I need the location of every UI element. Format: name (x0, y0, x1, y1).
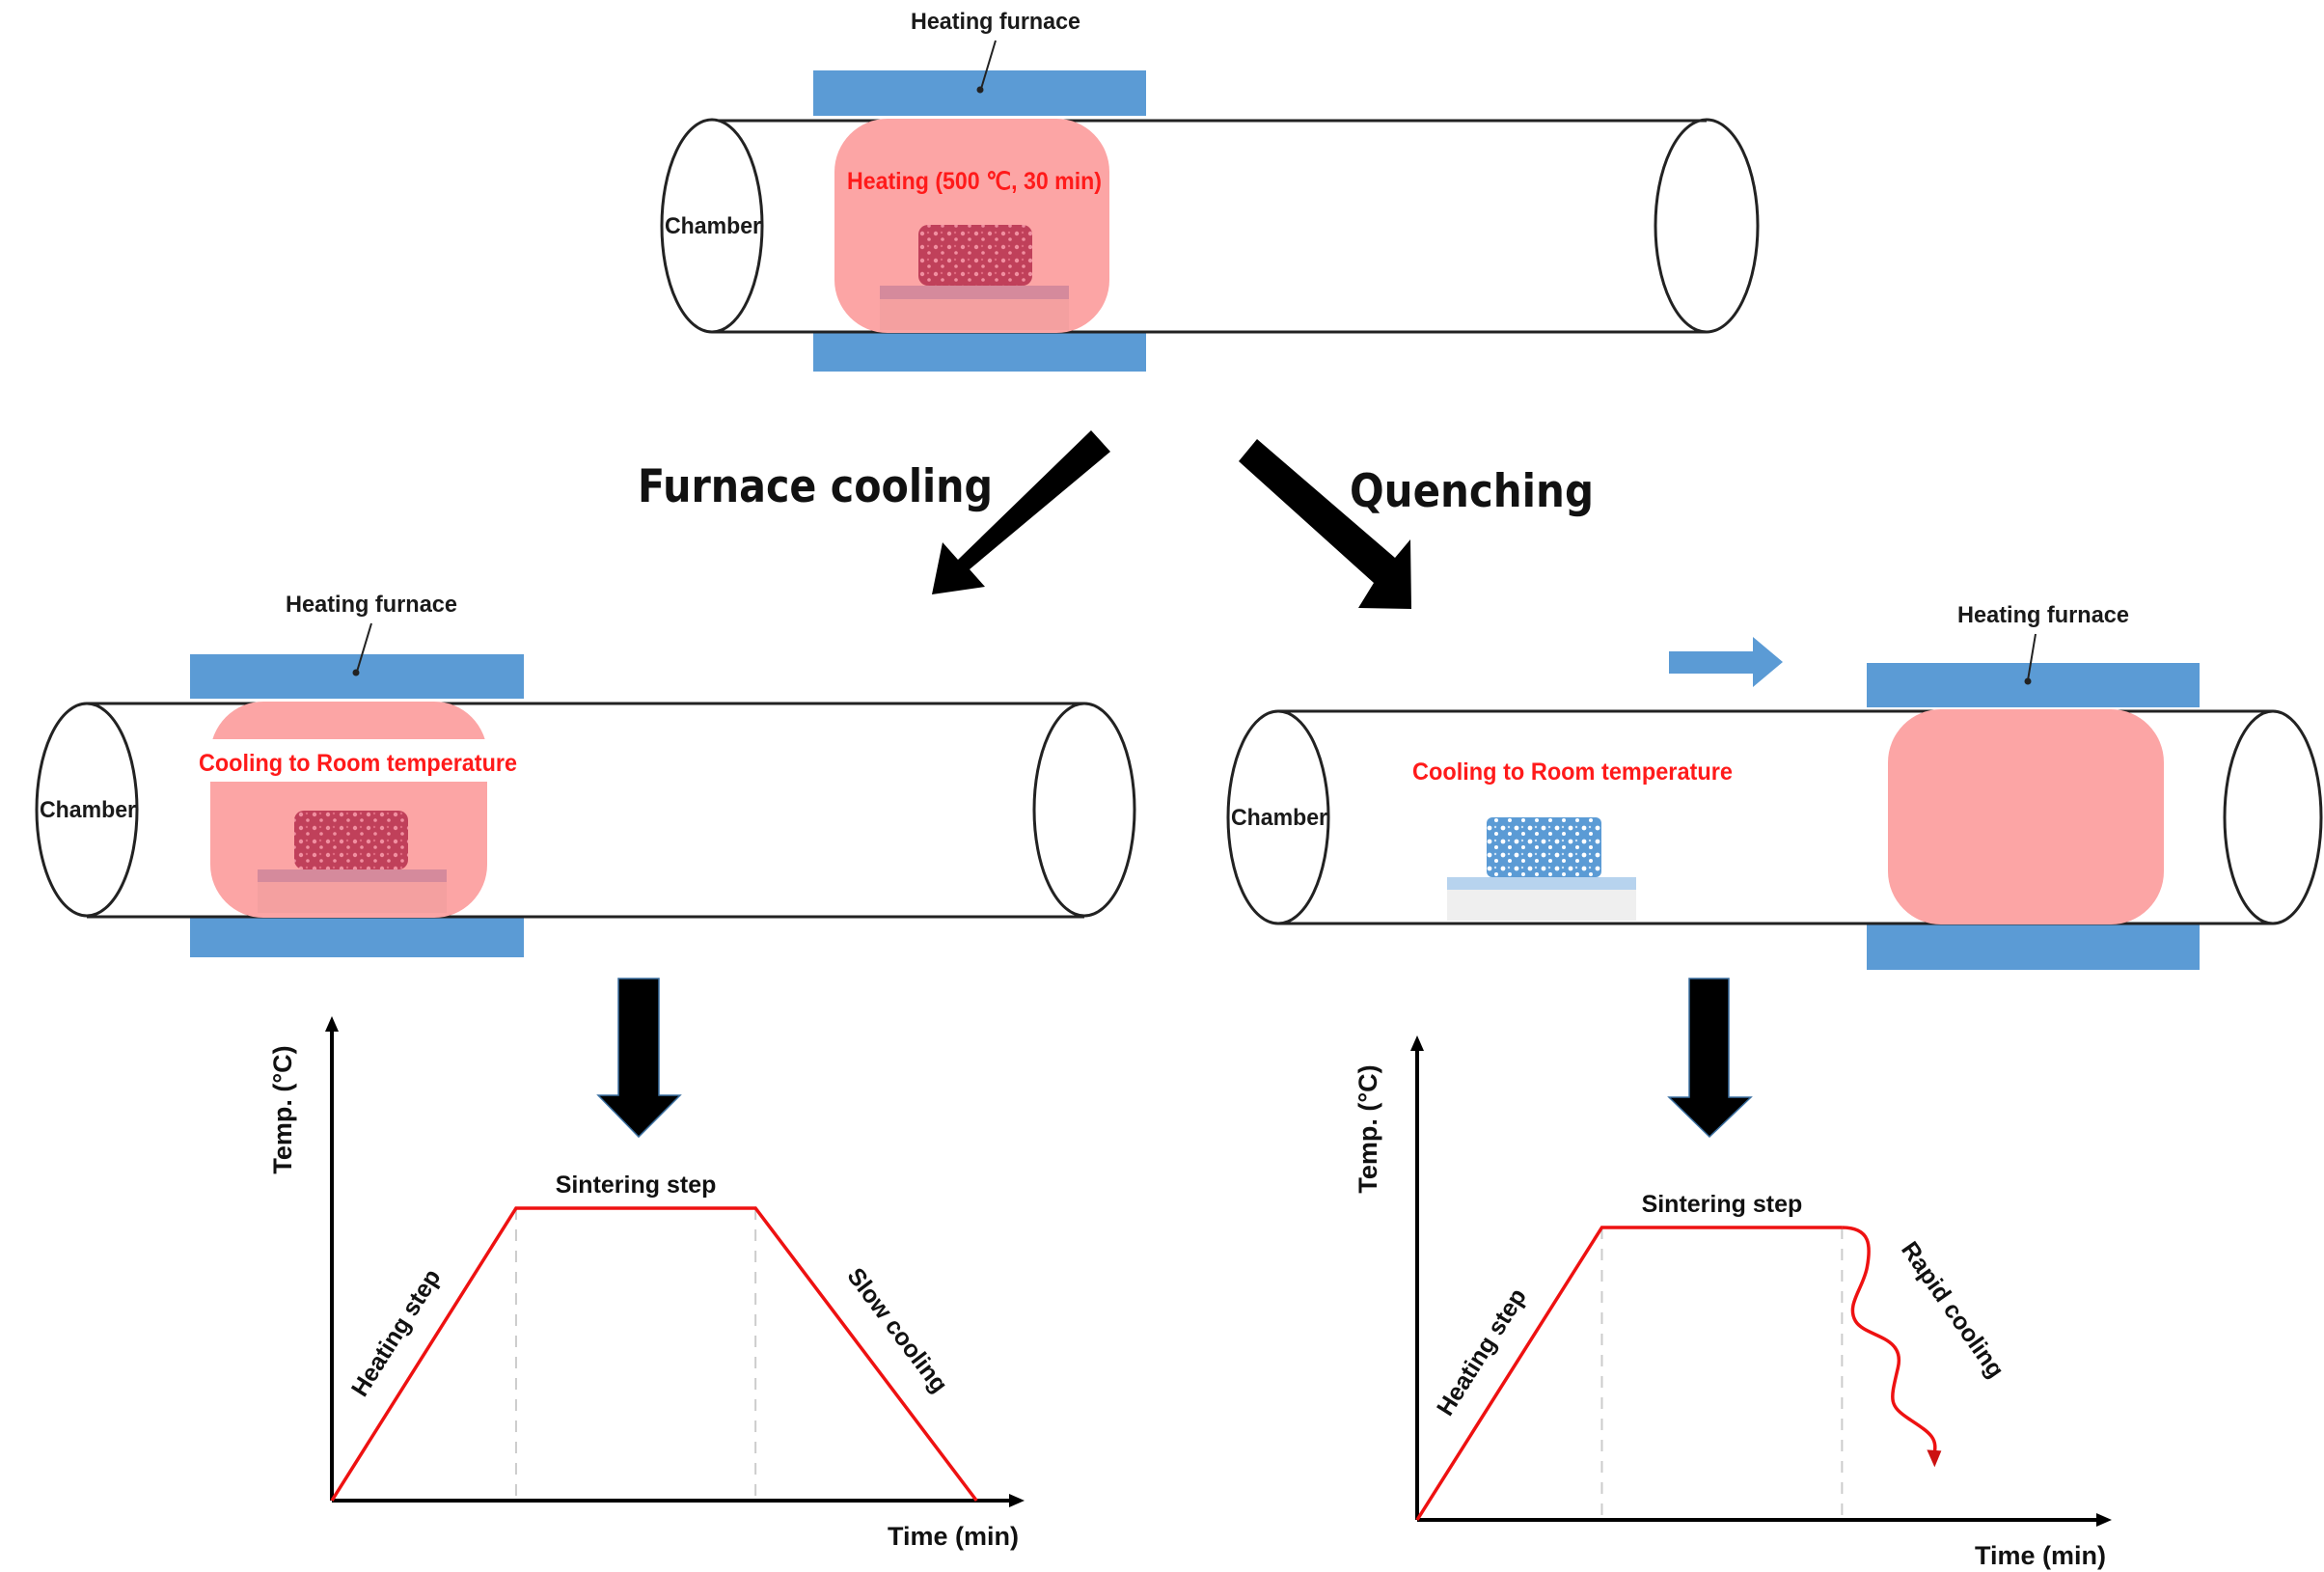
label-band (198, 739, 516, 782)
temperature-profile-line (1415, 1226, 1843, 1521)
substrate-base (880, 299, 1069, 330)
furnace-pointer-line (356, 622, 372, 673)
furnace-bottom-bar (813, 333, 1146, 372)
heating-process-label: Heating (500 ℃, 30 min) (847, 168, 1102, 195)
substrate-base (258, 882, 447, 913)
down-arrow-left (596, 978, 682, 1139)
chamber-right-end (1032, 702, 1136, 918)
furnace-move-arrow (1669, 637, 1783, 687)
y-axis-label: Temp. (°C) (1353, 1064, 1382, 1193)
hot-sample (918, 225, 1032, 286)
chamber-left-end (660, 118, 764, 334)
quenching-chamber-assembly: Chamber Cooling to Room temperature Heat… (1226, 602, 2323, 970)
x-axis-arrowhead (1009, 1494, 1025, 1507)
substrate-plate (880, 286, 1069, 299)
x-axis-label: Time (min) (888, 1522, 1019, 1551)
temperature-profile-line (330, 1206, 978, 1503)
annotation-rapid-cooling: Rapid cooling (1896, 1237, 2010, 1383)
annotation-heating-step: Heating step (346, 1264, 447, 1401)
furnace-top-bar (190, 654, 524, 699)
furnace-cooling-arrow (932, 430, 1110, 594)
chamber-left-end (35, 702, 139, 918)
rapid-cooling-wavy-line (1842, 1226, 1937, 1457)
rapid-cooling-arrowhead (1927, 1449, 1942, 1468)
furnace-cooling-chamber-assembly: Chamber Cooling to Room temperature Heat… (35, 592, 1136, 957)
chamber-label: Chamber (665, 213, 761, 239)
cooling-process-label: Cooling to Room temperature (199, 750, 517, 777)
substrate-plate (1447, 877, 1636, 890)
annotation-sintering-step: Sintering step (556, 1172, 717, 1199)
down-arrow-right (1667, 978, 1753, 1139)
furnace-pointer-line (2027, 633, 2037, 681)
top-chamber-assembly: Chamber Heating (500 ℃, 30 min) Heating … (660, 9, 1760, 372)
chamber-label: Chamber (1231, 805, 1327, 831)
furnace-bottom-bar (1867, 924, 2200, 970)
furnace-pointer-dot (2024, 677, 2032, 685)
heating-furnace-label: Heating furnace (911, 9, 1080, 35)
x-axis-label: Time (min) (1975, 1541, 2106, 1570)
furnace-pointer-line (980, 40, 997, 90)
chamber-left-end (1226, 709, 1330, 925)
hot-sample (294, 811, 408, 869)
y-axis-arrowhead (325, 1016, 339, 1032)
quenching-label: Quenching (1350, 465, 1594, 518)
cooling-process-label: Cooling to Room temperature (1412, 758, 1733, 786)
annotation-sintering-step: Sintering step (1642, 1191, 1803, 1218)
y-axis-label: Temp. (°C) (268, 1045, 297, 1173)
quenching-arrow (1239, 439, 1411, 609)
furnace-pointer-dot (352, 669, 360, 676)
y-axis-arrowhead (1410, 1035, 1424, 1051)
heating-furnace-label: Heating furnace (1957, 602, 2129, 628)
furnace-top-bar (1867, 663, 2200, 707)
quenched-sample (1487, 817, 1601, 877)
heat-zone (1888, 709, 2164, 924)
chamber-right-end (1654, 118, 1760, 334)
chamber-right-end (2223, 709, 2323, 925)
furnace-bottom-bar (190, 918, 524, 957)
x-axis-arrowhead (2096, 1513, 2112, 1527)
chamber-label: Chamber (40, 797, 136, 823)
annotation-heating-step: Heating step (1432, 1283, 1532, 1420)
branch-arrows: Furnace cooling Quenching (638, 430, 1594, 609)
heating-furnace-label: Heating furnace (286, 592, 457, 618)
furnace-top-bar (813, 70, 1146, 116)
substrate-plate (258, 869, 447, 882)
substrate-base (1447, 890, 1636, 921)
furnace-cooling-label: Furnace cooling (638, 460, 993, 513)
annotation-slow-cooling: Slow cooling (841, 1263, 952, 1398)
furnace-pointer-dot (976, 86, 984, 94)
